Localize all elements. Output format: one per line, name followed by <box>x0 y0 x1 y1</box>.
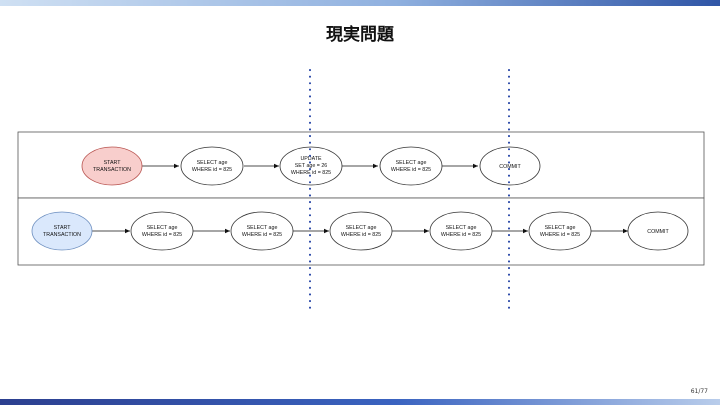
bottom-accent-bar <box>0 399 720 405</box>
svg-text:COMMIT: COMMIT <box>499 164 521 170</box>
top-accent-bar <box>0 0 720 6</box>
node-label-line: COMMIT <box>647 229 669 235</box>
node-label-line: COMMIT <box>499 164 521 170</box>
node-label-line: WHERE id = 825 <box>391 167 431 173</box>
node-label-line: WHERE id = 825 <box>291 170 331 176</box>
node-label-line: SELECT age <box>247 225 278 231</box>
node-label-line: WHERE id = 825 <box>341 232 381 238</box>
node-label-line: WHERE id = 825 <box>441 232 481 238</box>
node-label-line: WHERE id = 825 <box>192 167 232 173</box>
node-label-line: TRANSACTION <box>93 167 131 173</box>
node-label-line: TRANSACTION <box>43 232 81 238</box>
node-label-line: SELECT age <box>197 160 228 166</box>
svg-text:COMMIT: COMMIT <box>647 229 669 235</box>
slide-title: 現実問題 <box>326 25 394 45</box>
commit-node: COMMIT <box>479 146 541 186</box>
node-label-line: SELECT age <box>396 160 427 166</box>
node-label-line: START <box>104 160 122 166</box>
node-label-line: WHERE id = 825 <box>540 232 580 238</box>
commit-node: COMMIT <box>627 211 689 251</box>
node-label-line: SELECT age <box>446 225 477 231</box>
node-label-line: SELECT age <box>147 225 178 231</box>
node-label-line: WHERE id = 825 <box>142 232 182 238</box>
node-label-line: UPDATE <box>300 156 322 162</box>
node-label-line: WHERE id = 825 <box>242 232 282 238</box>
page-number: 61/77 <box>690 388 708 395</box>
node-label-line: SELECT age <box>346 225 377 231</box>
node-label-line: SET age = 26 <box>295 163 327 169</box>
node-label-line: SELECT age <box>545 225 576 231</box>
node-label-line: START <box>54 225 72 231</box>
